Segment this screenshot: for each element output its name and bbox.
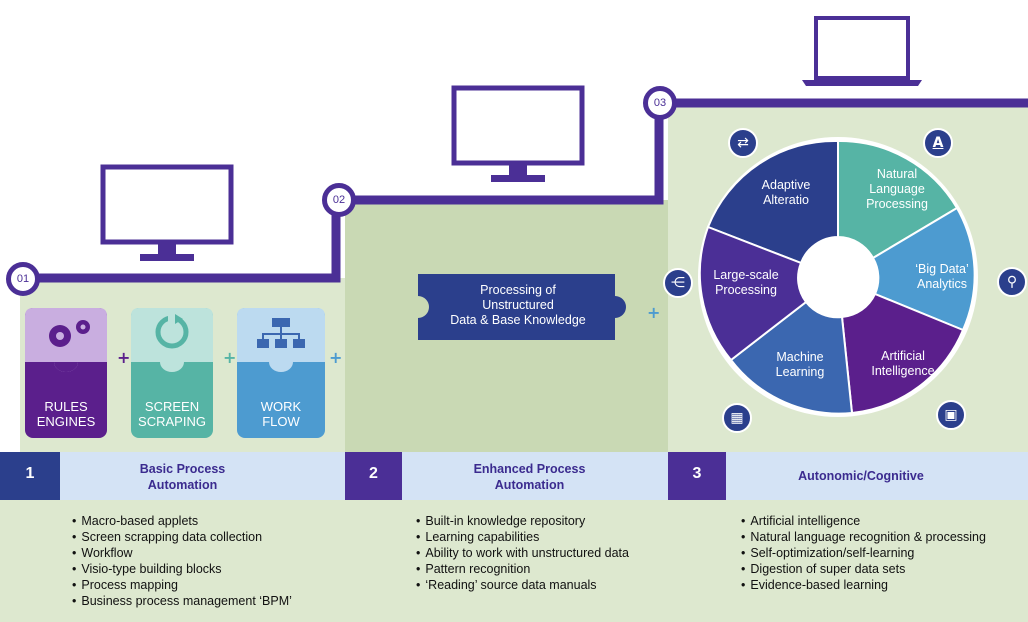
banner-3-number-bg: [668, 452, 726, 500]
wheel-label-ml-2: Learning: [775, 365, 825, 379]
wheel-segment-ml: [729, 300, 854, 415]
list-item: Digestion of super data sets: [741, 561, 986, 577]
piece-label-screen-line1: SCREEN: [144, 399, 200, 414]
wheel-label-lsp-1: Large-scale: [713, 268, 779, 282]
banner-2-title: Enhanced Process Automation: [402, 461, 657, 493]
piece-label-workflow-line1: WORK: [260, 399, 302, 414]
step-badge-03: 03: [643, 86, 677, 120]
wheel-segment-nlp: [837, 139, 959, 260]
wheel-label-ml: Machine Learning: [758, 350, 842, 380]
list-item: Ability to work with unstructured data: [416, 545, 629, 561]
list-item: Macro-based applets: [72, 513, 292, 529]
list-item: Pattern recognition: [416, 561, 629, 577]
list-item: Artificial intelligence: [741, 513, 986, 529]
list-item: Evidence-based learning: [741, 577, 986, 593]
bullet-list-2: Built-in knowledge repository Learning c…: [416, 513, 629, 593]
cognitive-wheel: [698, 137, 978, 417]
refresh-icon: [155, 314, 189, 349]
network-icon: ⋲: [663, 268, 693, 298]
letter-a-icon: A: [923, 128, 953, 158]
plus-sign-4: +: [647, 303, 661, 322]
wheel-label-adaptive-2: Alteratio: [763, 193, 809, 207]
wheel-label-nlp-3: Processing: [866, 197, 928, 211]
wheel-label-ai-1: Artificial: [881, 349, 925, 363]
plus-sign-3: +: [329, 348, 343, 367]
banner-1-title-line2: Automation: [147, 478, 218, 492]
banner-2-number-bg: [345, 452, 402, 500]
wheel-label-lsp-2: Processing: [715, 283, 777, 297]
puzzle-screen-scraping: [131, 308, 213, 438]
banner-1-number: 1: [25, 465, 35, 482]
wheel-label-nlp: Natural Language Processing: [855, 167, 939, 212]
chip-icon: ▣: [936, 400, 966, 430]
piece-label-workflow: WORK FLOW: [237, 399, 325, 429]
banner-3-title: Autonomic/Cognitive: [726, 468, 996, 484]
plus-sign-2: +: [223, 348, 237, 367]
staircase-line: [20, 98, 1028, 283]
banner-2-title-bg: [402, 452, 668, 500]
piece-label-workflow-line2: FLOW: [262, 414, 300, 429]
monitor-icon-2: [451, 85, 585, 182]
wheel-segment-lsp: [698, 225, 808, 362]
list-item: Self-optimization/self-learning: [741, 545, 986, 561]
wheel-label-adaptive-1: Adaptive: [761, 178, 811, 192]
piece-label-processing-line3: Data & Base Knowledge: [450, 313, 586, 327]
step-badge-02: 02: [322, 183, 356, 217]
list-item: Built-in knowledge repository: [416, 513, 629, 529]
monitor-icon-1: [100, 164, 234, 261]
banner-3-title-bg: [726, 452, 1028, 500]
plus-sign-1: +: [117, 348, 131, 367]
wheel-label-adaptive: Adaptive Alteratio: [744, 178, 828, 208]
wheel-label-ai: Artificial Intelligence: [861, 349, 945, 379]
piece-label-processing-line2: Unstructured: [482, 298, 554, 312]
wheel-segment-bigdata: [871, 206, 976, 332]
piece-label-rules: RULES ENGINES: [25, 399, 107, 429]
flowchart-icon: [257, 318, 305, 348]
bullet-list-3: Artificial intelligence Natural language…: [741, 513, 986, 593]
wheel-label-nlp-2: Language: [869, 182, 925, 196]
wheel-label-bigdata-1: ‘Big Data’: [915, 262, 969, 276]
shuffle-icon: ⇄: [728, 128, 758, 158]
banner-1-number-bg: [0, 452, 60, 500]
wheel-segment-ai: [840, 292, 965, 415]
banner-2-title-line1: Enhanced Process: [473, 462, 586, 476]
piece-label-screen: SCREEN SCRAPING: [131, 399, 213, 429]
banner-3-title-line1: Autonomic/Cognitive: [798, 469, 924, 483]
wheel-segment-adaptive: [706, 139, 839, 265]
banner-1-title-line1: Basic Process: [139, 462, 226, 476]
grid-icon: ▦: [722, 403, 752, 433]
piece-label-rules-line1: RULES: [44, 399, 88, 414]
list-item: Learning capabilities: [416, 529, 629, 545]
step-badge-01: 01: [6, 262, 40, 296]
banner-1-title: Basic Process Automation: [60, 461, 305, 493]
banner-1-title-bg: [60, 452, 345, 500]
list-item: Business process management ‘BPM’: [72, 593, 292, 609]
list-item: Workflow: [72, 545, 292, 561]
list-item: ‘Reading’ source data manuals: [416, 577, 629, 593]
list-item: Process mapping: [72, 577, 292, 593]
bullet-list-1: Macro-based applets Screen scrapping dat…: [72, 513, 292, 609]
puzzle-processing-unstructured: [418, 274, 626, 340]
piece-label-screen-line2: SCRAPING: [138, 414, 206, 429]
list-item: Visio-type building blocks: [72, 561, 292, 577]
list-item: Screen scrapping data collection: [72, 529, 292, 545]
wheel-label-bigdata-2: Analytics: [916, 277, 968, 291]
piece-label-processing-line1: Processing of: [480, 283, 556, 297]
laptop-icon: [802, 16, 922, 86]
wheel-label-bigdata: ‘Big Data’ Analytics: [900, 262, 984, 292]
banner-2-number: 2: [369, 465, 378, 482]
piece-label-processing: Processing of Unstructured Data & Base K…: [428, 283, 608, 328]
wheel-label-nlp-1: Natural: [876, 167, 918, 181]
magnifier-icon: ⚲: [997, 267, 1027, 297]
wheel-label-ml-1: Machine: [776, 350, 824, 364]
list-item: Natural language recognition & processin…: [741, 529, 986, 545]
wheel-label-lsp: Large-scale Processing: [704, 268, 788, 298]
banner-2-title-line2: Automation: [494, 478, 565, 492]
piece-label-rules-line2: ENGINES: [36, 414, 96, 429]
gears-icon: [49, 320, 90, 347]
banner-3-number: 3: [692, 465, 702, 482]
wheel-label-ai-2: Intelligence: [871, 364, 935, 378]
